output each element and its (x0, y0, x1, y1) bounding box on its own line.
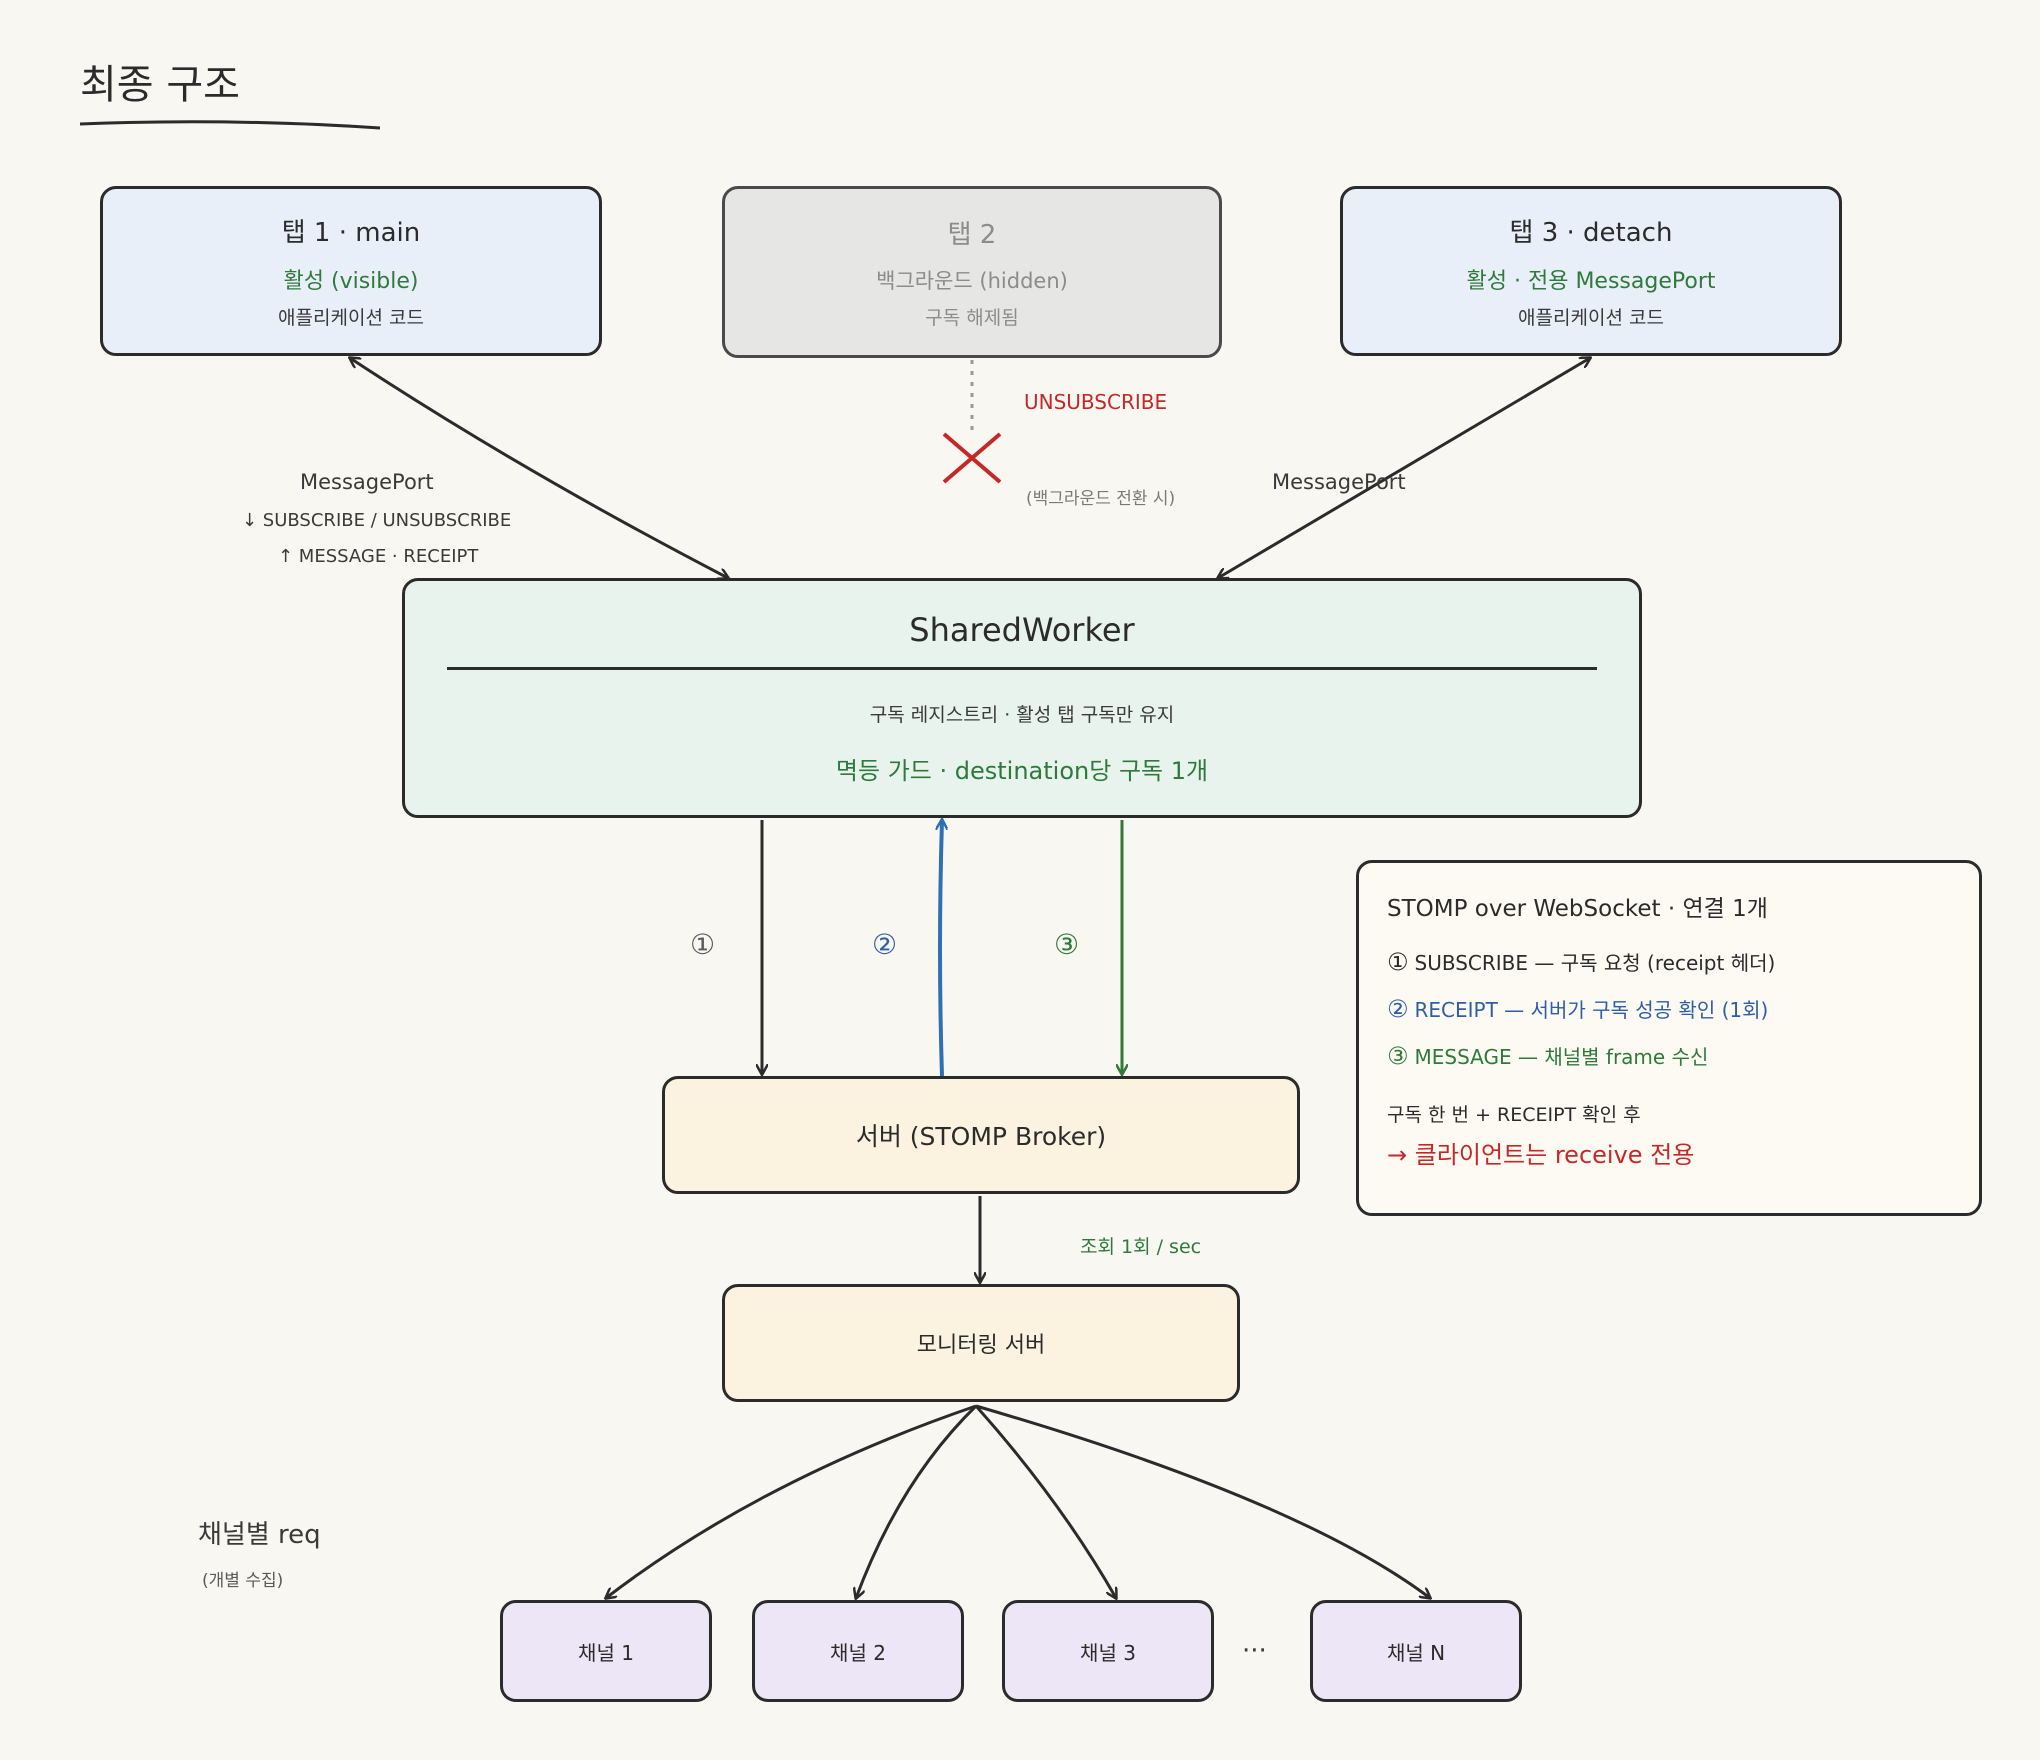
unsubscribe-note: (백그라운드 전환 시) (1026, 489, 1176, 509)
channel-ellipsis: ··· (1242, 1636, 1267, 1666)
tab1-box: 탭 1 · main 활성 (visible) 애플리케이션 코드 (100, 186, 602, 356)
legend-text-1: SUBSCRIBE — 구독 요청 (receipt 헤더) (1414, 951, 1776, 975)
tab3-desc: 애플리케이션 코드 (1518, 307, 1664, 329)
channel-1-label: 채널 1 (578, 1640, 634, 1665)
tab2-status: 백그라운드 (hidden) (876, 269, 1068, 293)
cross-icon (942, 432, 1002, 484)
sharedworker-guard: 멱등 가드 · destination당 구독 1개 (835, 756, 1209, 785)
legend-text-3: MESSAGE — 채널별 frame 수신 (1414, 1045, 1709, 1069)
arrow-monitor-ch2 (856, 1404, 978, 1598)
server-box: 서버 (STOMP Broker) (662, 1076, 1300, 1194)
sharedworker-registry: 구독 레지스트리 · 활성 탭 구독만 유지 (869, 703, 1175, 726)
legend-num-3: ③ (1387, 1042, 1409, 1070)
channel-1-box: 채널 1 (500, 1600, 712, 1702)
sharedworker-box: SharedWorker 구독 레지스트리 · 활성 탭 구독만 유지 멱등 가… (402, 578, 1642, 818)
monitor-label: 모니터링 서버 (916, 1333, 1046, 1358)
arrow-monitor-ch3 (974, 1405, 1116, 1598)
tab1-desc: 애플리케이션 코드 (278, 307, 424, 329)
channel-n-box: 채널 N (1310, 1600, 1522, 1702)
channel-2-box: 채널 2 (752, 1600, 964, 1702)
right-messageport-label: MessagePort (1272, 470, 1406, 494)
left-port-up-label: ↑ MESSAGE · RECEIPT (278, 546, 479, 567)
legend-footer: 구독 한 번 + RECEIPT 확인 후 (1387, 1104, 1641, 1126)
left-port-down-label: ↓ SUBSCRIBE / UNSUBSCRIBE (242, 510, 512, 531)
channel-3-label: 채널 3 (1080, 1640, 1136, 1665)
tab3-status: 활성 · 전용 MessagePort (1466, 269, 1716, 294)
flow-label-2: ② (872, 928, 898, 961)
tab1-title: 탭 1 · main (281, 218, 421, 248)
flow-label-3: ③ (1054, 928, 1080, 961)
arrow-tab3-worker (1218, 358, 1590, 578)
poll-label: 조회 1회 / sec (1080, 1236, 1202, 1258)
legend-num-1: ① (1387, 948, 1409, 976)
arrow-receipt (940, 820, 942, 1077)
flow-label-1: ① (690, 928, 716, 961)
channel-req-label: 채널별 req (198, 1520, 321, 1550)
tab3-box: 탭 3 · detach 활성 · 전용 MessagePort 애플리케이션 … (1340, 186, 1842, 356)
legend-heading: STOMP over WebSocket · 연결 1개 (1387, 896, 1768, 922)
sharedworker-title: SharedWorker (909, 610, 1135, 649)
channel-n-label: 채널 N (1386, 1640, 1446, 1665)
tab2-title: 탭 2 (947, 220, 997, 250)
title-underline (79, 120, 381, 130)
tab2-desc: 구독 해제됨 (925, 307, 1019, 329)
legend-conclusion: → 클라이언트는 receive 전용 (1387, 1141, 1695, 1169)
server-label: 서버 (STOMP Broker) (855, 1122, 1107, 1151)
page-title: 최종 구조 (80, 62, 240, 108)
channel-3-box: 채널 3 (1002, 1600, 1214, 1702)
arrow-monitor-ch1 (606, 1404, 977, 1598)
tab2-box: 탭 2 백그라운드 (hidden) 구독 해제됨 (722, 186, 1222, 358)
channel-req-sub: (개별 수집) (202, 1571, 284, 1591)
tab1-status: 활성 (visible) (283, 269, 419, 294)
legend-text-2: RECEIPT — 서버가 구독 성공 확인 (1회) (1414, 998, 1769, 1022)
legend-num-2: ② (1387, 995, 1409, 1023)
arrow-monitor-chN (975, 1404, 1430, 1598)
monitor-box: 모니터링 서버 (722, 1284, 1240, 1402)
tab3-title: 탭 3 · detach (1509, 218, 1673, 248)
channel-2-label: 채널 2 (830, 1640, 886, 1665)
sharedworker-divider (447, 666, 1597, 670)
unsubscribe-label: UNSUBSCRIBE (1024, 390, 1168, 414)
left-messageport-label: MessagePort (300, 470, 434, 494)
arrow-tab1-worker (350, 358, 728, 578)
